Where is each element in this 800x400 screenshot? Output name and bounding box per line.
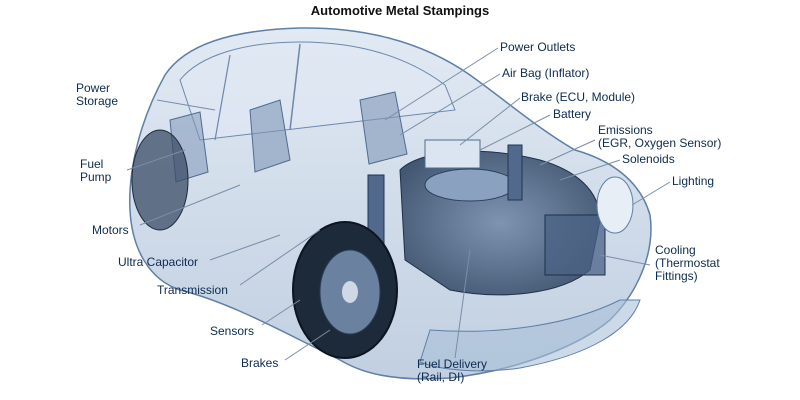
- label-transmission: Transmission: [157, 283, 228, 297]
- label-line: (Rail, DI): [417, 370, 465, 384]
- battery-box: [424, 139, 481, 169]
- leader-transmission: [239, 229, 321, 286]
- leader-solenoids: [559, 159, 621, 181]
- label-line: (EGR, Oxygen Sensor): [598, 136, 722, 150]
- window-pillar: [214, 54, 231, 141]
- leader-power-outlets: [384, 47, 499, 121]
- engine-cover: [424, 168, 516, 202]
- car-seat: [249, 99, 291, 173]
- label-cooling: Cooling (Thermostat Fittings): [655, 244, 720, 283]
- label-emissions: Emissions (EGR, Oxygen Sensor): [598, 124, 721, 150]
- label-line: Emissions: [598, 123, 653, 137]
- headlight: [596, 176, 634, 234]
- label-line: Fuel: [80, 157, 104, 171]
- leader-cooling: [599, 254, 651, 266]
- car-seat: [359, 91, 408, 165]
- leader-sensors: [261, 299, 301, 326]
- window-pillar: [289, 43, 301, 131]
- label-power-outlets: Power Outlets: [500, 40, 576, 54]
- leader-ultra-capacitor: [209, 234, 281, 261]
- label-brake-ecu: Brake (ECU, Module): [521, 90, 636, 104]
- radiator: [544, 214, 606, 276]
- label-solenoids: Solenoids: [622, 152, 675, 166]
- front-bumper: [419, 299, 641, 372]
- label-fuel-delivery: Fuel Delivery (Rail, DI): [417, 358, 487, 384]
- label-battery: Battery: [553, 107, 592, 121]
- label-line: Fuel Delivery: [417, 357, 488, 371]
- label-line: (Thermostat: [655, 256, 720, 270]
- leader-lines: [126, 47, 671, 361]
- label-air-bag: Air Bag (Inflator): [502, 66, 590, 80]
- label-line: Power: [76, 81, 111, 95]
- leader-lighting: [631, 181, 671, 206]
- label-line: Storage: [76, 94, 119, 108]
- leader-motors: [139, 184, 241, 226]
- leader-air-bag: [399, 73, 501, 136]
- leader-fuel-pump: [126, 149, 186, 171]
- leader-brake-ecu: [459, 97, 521, 146]
- label-brakes: Brakes: [241, 356, 279, 370]
- leader-emissions: [539, 139, 596, 166]
- diagram-title: Automotive Metal Stampings: [310, 3, 490, 18]
- label-line: Pump: [80, 170, 112, 184]
- label-motors: Motors: [92, 223, 129, 237]
- leader-brakes: [284, 329, 331, 361]
- strut: [507, 144, 523, 201]
- label-ultra-capacitor: Ultra Capacitor: [118, 255, 199, 269]
- front-wheel-hub: [342, 281, 358, 303]
- label-line: Fittings): [655, 269, 698, 283]
- leader-power-storage: [156, 99, 216, 111]
- label-line: Cooling: [655, 243, 696, 257]
- rear-wheel: [131, 129, 189, 231]
- label-fuel-pump: Fuel Pump: [80, 158, 111, 184]
- label-sensors: Sensors: [210, 324, 255, 338]
- label-power-storage: Power Storage: [76, 82, 118, 108]
- leader-battery: [479, 114, 551, 151]
- leader-fuel-delivery: [454, 249, 471, 359]
- label-lighting: Lighting: [672, 174, 715, 188]
